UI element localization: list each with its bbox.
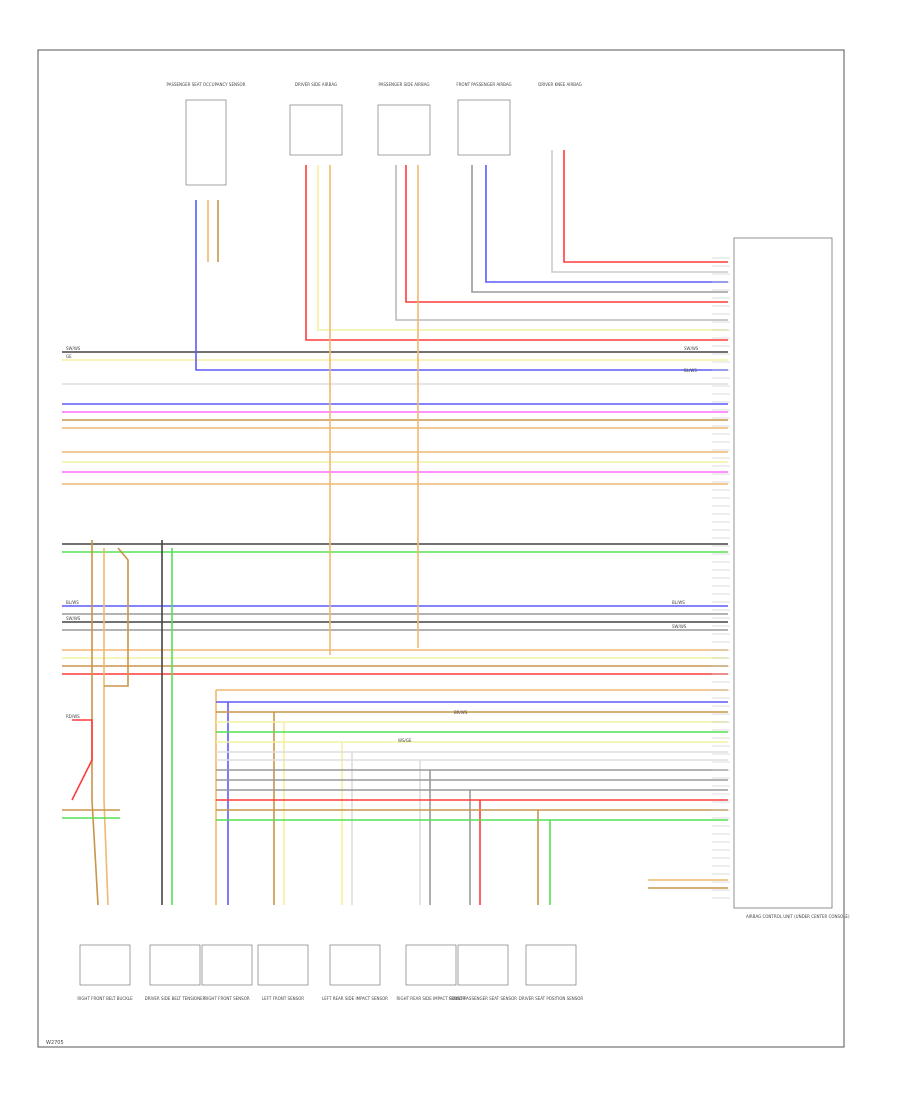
bottom-component-box [405,944,457,986]
wire-belt-buckle-feed [71,719,93,801]
wire-driver-knee-airbag [563,150,728,263]
bottom-component-box [457,944,509,986]
wire-front-passenger-airbag [485,165,728,283]
wire-belt-buckle [91,540,99,906]
diagram-frame [37,49,845,1048]
bottom-component-box [79,944,131,986]
module-label: AIRBAG CONTROL UNIT (UNDER CENTER CONSOL… [746,914,850,919]
wire-group [62,99,730,986]
bottom-component-label: DRIVER SIDE BELT TENSIONER [145,996,206,1001]
bottom-component-label: RIGHT REAR SIDE IMPACT SENSOR [397,996,466,1001]
bottom-component-label: FRONT PASSENGER SEAT SENSOR [449,996,517,1001]
top-connector-passenger-side-airbag [377,104,431,156]
bottom-component-label: LEFT REAR SIDE IMPACT SENSOR [322,996,388,1001]
wire-label-bottom: WS/GE [398,738,412,743]
label-group: SW/WS GE BL/WS SW/WS SW/WS BL/WS BL/WS SW/WS BR/… [66,82,699,1001]
wire-passenger-side-airbag [395,165,728,321]
wire-front-passenger-airbag [471,165,728,293]
top-connector-front-passenger-airbag [457,99,511,156]
wire-label-right: SW/WS [684,346,699,351]
wire-belt-buckle [103,548,109,906]
top-component-label: FRONT PASSENGER AIRBAG [456,82,511,87]
bottom-component-label: LEFT FRONT SENSOR [262,996,304,1001]
wire-driver-side-airbag [317,165,728,331]
wire-label-bottom: BR/WS [454,710,468,715]
bottom-component-label: DRIVER SEAT POSITION SENSOR [519,996,584,1001]
top-component-label: DRIVER SIDE AIRBAG [295,82,337,87]
bottom-component-box [525,944,577,986]
wire-passenger-side-airbag [405,165,728,303]
wire-label-right: SW/WS [672,624,687,629]
wire-label-left: SW/WS [66,616,81,621]
top-component-label: PASSENGER SEAT OCCUPANCY SENSOR [167,82,246,87]
wire-driver-knee-airbag [551,150,728,273]
airbag-control-unit [733,237,833,909]
top-component-label: DRIVER KNEE AIRBAG [538,82,582,87]
wire-belt-buckle-loop [104,547,129,687]
bottom-component-label: RIGHT FRONT BELT BUCKLE [77,996,133,1001]
footer-code: W2705 [46,1040,64,1046]
bottom-component-label: RIGHT FRONT SENSOR [204,996,249,1001]
wire-label-right: BL/WS [672,600,685,605]
wire-label-left: BL/WS [66,600,79,605]
bottom-component-box [329,944,381,986]
bottom-component-box [201,944,253,986]
wire-label-left: GE [66,354,72,359]
top-component-label: PASSENGER SIDE AIRBAG [379,82,430,87]
wire-driver-side-airbag [305,165,728,341]
bottom-component-box [257,944,309,986]
bottom-component-box [149,944,201,986]
wire-occupancy-sensor [195,200,728,371]
top-connector-passenger-occupancy [185,99,227,186]
wire-label-left: RD/WS [66,714,80,719]
wire-label-right: BL/WS [684,368,697,373]
top-connector-driver-side-airbag [289,104,343,156]
wire-label-left: SW/WS [66,346,81,351]
